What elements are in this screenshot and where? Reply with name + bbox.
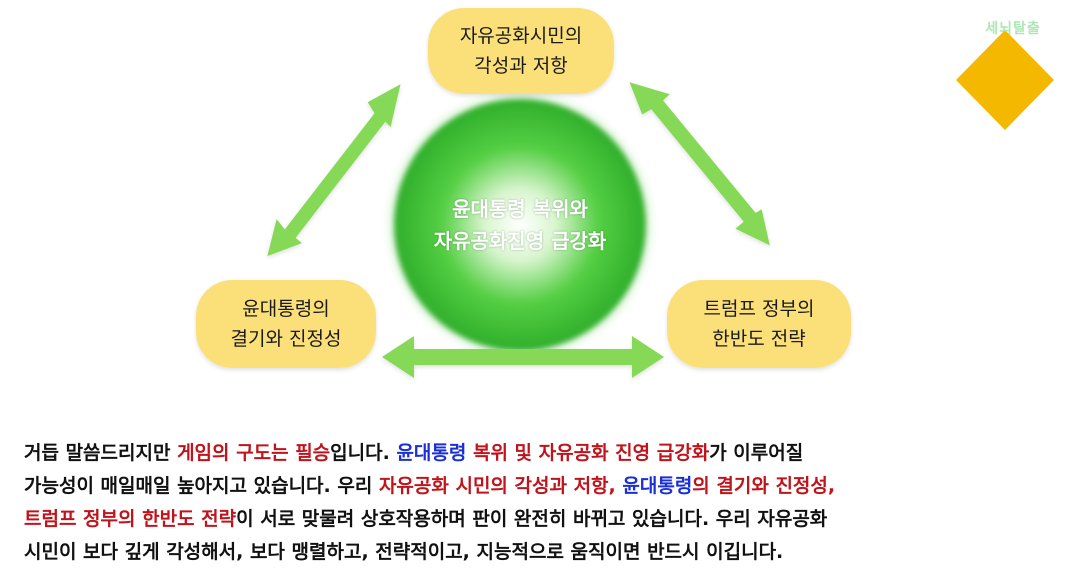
paragraph-segment: 자유공화 시민의 각성과 저항,: [378, 475, 623, 497]
paragraph-segment: 가능성이 매일매일 높아지고 있습니다. 우리: [24, 475, 379, 497]
center-line1: 윤대통령 복위와: [452, 197, 588, 221]
node-left: [196, 280, 376, 368]
brand-diamond-inner: [956, 30, 1054, 130]
node-top: [428, 8, 614, 94]
arrow-top-right: [629, 82, 770, 246]
arrow-top-left: [267, 84, 401, 257]
paragraph-segment: 의 결기와 진정성,: [692, 475, 836, 497]
center-label: 윤대통령 복위와 자유공화진영 급강화: [400, 193, 640, 257]
node-left-line2: 결기와 진정성: [230, 328, 342, 350]
node-top-label: 자유공화시민의 각성과 저항: [428, 21, 614, 81]
brand-logo-text: 세뇌탈출: [985, 21, 1041, 37]
paragraph-line: 트럼프 정부의 한반도 전략이 서로 맞물려 상호작용하며 판이 완전히 바뀌고…: [24, 503, 1064, 536]
center-line2: 자유공화진영 급강화: [433, 229, 607, 253]
node-left-line1: 윤대통령의: [242, 298, 330, 320]
paragraph-segment: 가 이루어질: [709, 442, 804, 464]
node-right-line1: 트럼프 정부의: [703, 298, 815, 320]
node-top-line1: 자유공화시민의: [459, 25, 583, 47]
paragraph-segment: 복위 및 자유공화 진영 급강화: [466, 442, 710, 464]
paragraph-segment: 시민이 보다 깊게 각성해서, 보다 맹렬하고, 전략적이고, 지능적으로 움직…: [24, 541, 784, 563]
cycle-diagram: 자유공화시민의 각성과 저항 윤대통령의 결기와 진정성 트럼프 정부의 한반도…: [196, 8, 1054, 378]
node-right-line2: 한반도 전략: [712, 328, 806, 350]
paragraph-line: 거듭 말씀드리지만 게임의 구도는 필승입니다. 윤대통령 복위 및 자유공화 …: [24, 437, 1064, 470]
paragraph-line: 가능성이 매일매일 높아지고 있습니다. 우리 자유공화 시민의 각성과 저항,…: [24, 470, 1064, 503]
center-circle: [394, 99, 646, 351]
body-paragraph: 거듭 말씀드리지만 게임의 구도는 필승입니다. 윤대통령 복위 및 자유공화 …: [24, 437, 1064, 569]
paragraph-segment: 윤대통령: [396, 442, 467, 464]
node-right-label: 트럼프 정부의 한반도 전략: [667, 294, 851, 354]
paragraph-segment: 트럼프 정부의 한반도 전략: [24, 508, 237, 530]
paragraph-segment: 거듭 말씀드리지만: [24, 442, 178, 464]
paragraph-segment: 윤대통령: [622, 475, 693, 497]
paragraph-segment: 입니다.: [330, 442, 397, 464]
diagram-graphics: [196, 8, 1054, 378]
arrow-bottom: [382, 336, 664, 378]
node-top-line2: 각성과 저항: [474, 55, 568, 77]
paragraph-line: 시민이 보다 깊게 각성해서, 보다 맹렬하고, 전략적이고, 지능적으로 움직…: [24, 536, 1064, 569]
paragraph-segment: 게임의 구도는 필승: [177, 442, 331, 464]
node-left-label: 윤대통령의 결기와 진정성: [196, 294, 376, 354]
paragraph-segment: 이 서로 맞물려 상호작용하며 판이 완전히 바뀌고 있습니다. 우리 자유공화: [236, 508, 828, 530]
node-right: [667, 280, 851, 368]
